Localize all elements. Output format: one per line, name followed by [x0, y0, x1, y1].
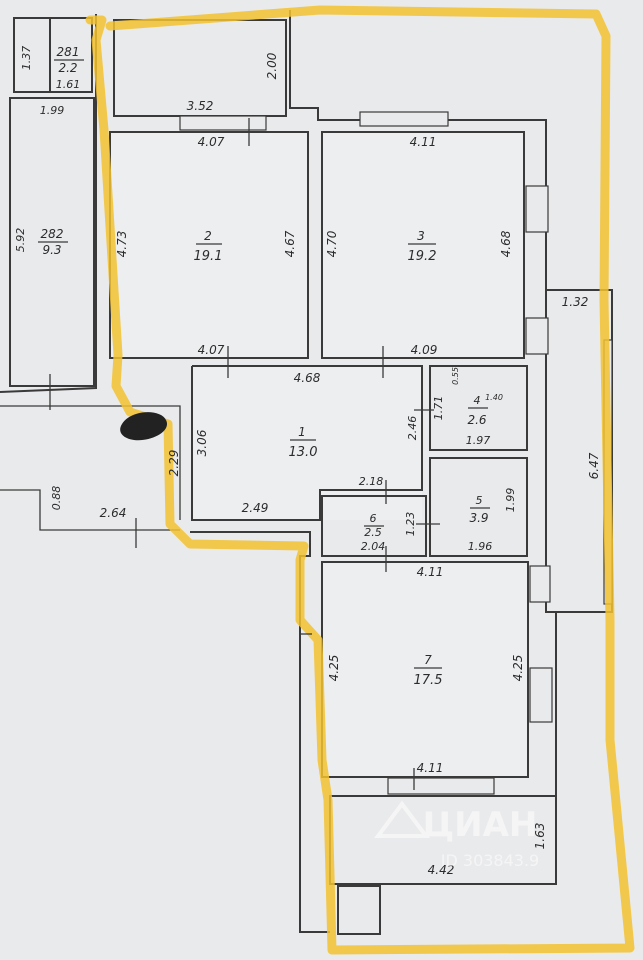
dim-room-6-bottom: 2.04 [361, 540, 386, 553]
dimension-labels: 3.52 2.00 4.07 4.11 4.73 4.67 4.70 4.68 … [14, 46, 601, 877]
outer-wall-top [289, 10, 547, 290]
room-5-area: 3.9 [469, 511, 488, 525]
dim-room-1-right: 2.46 [406, 416, 419, 441]
room-6-area: 2.5 [364, 526, 382, 539]
room-4-number: 4 [474, 394, 481, 407]
window-room-2 [179, 115, 267, 131]
dim-room-2-bottom: 4.07 [198, 343, 225, 357]
door-loggia [525, 317, 549, 355]
dim-room-1-step: 2.18 [359, 475, 384, 488]
watermark-id: ID 303843.9 [441, 851, 539, 870]
room-4-outline [429, 365, 528, 451]
dim-room-1-top: 4.68 [294, 371, 321, 385]
balcony-step [337, 885, 381, 935]
dim-balcony-bottom-depth: 1.63 [533, 823, 547, 850]
room-1-fill [192, 366, 422, 520]
room-281-area: 2.2 [58, 61, 77, 75]
dim-room-4-left: 1.71 [432, 396, 445, 421]
window-room-7-bottom [387, 777, 495, 795]
dim-room-5-bottom: 1.96 [468, 540, 493, 553]
room-2-number: 2 [204, 229, 212, 243]
dim-room-3-right: 4.68 [499, 230, 513, 257]
dim-balcony-depth: 2.00 [265, 52, 279, 79]
window-room-3 [359, 111, 449, 127]
room-6-number: 6 [370, 512, 377, 525]
dim-room-2-left: 4.73 [115, 231, 129, 258]
door-room-7 [529, 565, 551, 603]
dim-room-7-right: 4.25 [511, 655, 525, 682]
window-room-7 [529, 667, 553, 723]
watermark: ЦИАН ID 303843.9 [374, 800, 539, 870]
dim-room-3-left: 4.70 [325, 230, 339, 257]
dim-room-281-bottom: 1.61 [56, 78, 81, 91]
dim-room-1-left: 3.06 [195, 429, 209, 456]
dim-loggia-width: 1.32 [562, 295, 589, 309]
dim-corridor: 2.29 [167, 450, 181, 477]
room-4-area: 2.6 [467, 413, 486, 427]
room-1-area: 13.0 [289, 445, 318, 460]
dim-room-282-top: 1.99 [40, 104, 65, 117]
dim-room-7-left: 4.25 [327, 655, 341, 682]
dim-room-7-top: 4.11 [417, 565, 444, 579]
watermark-house-icon [374, 800, 430, 838]
dim-room-4-small: 0.55 [451, 367, 460, 385]
room-7-number: 7 [424, 653, 432, 667]
room-281-outline [13, 17, 93, 93]
corridor-line-2 [0, 489, 180, 531]
dim-room-3-top: 4.11 [410, 135, 437, 149]
dimension-ticks [49, 118, 440, 790]
dim-room-5-right: 1.99 [504, 488, 517, 513]
dim-room-2-top: 4.07 [198, 135, 225, 149]
room-282-area: 9.3 [42, 243, 61, 257]
room-2-fill [110, 132, 308, 358]
room-2-area: 19.1 [194, 249, 223, 264]
room-7-area: 17.5 [414, 673, 443, 688]
room-5-number: 5 [476, 494, 483, 507]
dim-corridor-small: 0.88 [50, 486, 63, 511]
dim-room-7-bottom: 4.11 [417, 761, 444, 775]
room-3-area: 19.2 [408, 249, 437, 264]
watermark-logo: ЦИАН [423, 805, 538, 845]
room-3-number: 3 [417, 229, 425, 243]
room-labels: 1 13.0 2 19.1 3 19.2 4 2.6 5 3.9 6 2.5 7… [38, 45, 490, 688]
dim-loggia-length: 6.47 [587, 452, 601, 479]
dim-corridor-width: 2.64 [100, 506, 127, 520]
dim-room-1-bottom: 2.49 [242, 501, 269, 515]
room-282-outline [9, 97, 95, 387]
apartment-highlight [85, 5, 635, 955]
dim-room-2-right: 4.67 [283, 230, 297, 257]
dim-room-4-top: 1.40 [485, 393, 503, 402]
room-282-number: 282 [41, 227, 64, 241]
room-3-outline [321, 131, 525, 359]
room-5-outline [429, 457, 528, 557]
room-1-outline [191, 365, 423, 521]
room-1-number: 1 [298, 425, 306, 439]
neighbour-wall [0, 14, 97, 393]
room-6-outline [321, 495, 427, 557]
dim-room-282-left: 5.92 [14, 228, 27, 253]
room-fills [110, 132, 528, 777]
room-281-number: 281 [57, 45, 80, 59]
window-room-3-side [525, 185, 549, 233]
dim-balcony-width: 3.52 [187, 99, 214, 113]
dim-room-4-bottom: 1.97 [466, 434, 491, 447]
room-3-fill [322, 132, 524, 358]
dim-balcony-bottom-width: 4.42 [428, 863, 455, 877]
dim-room-6-right: 1.23 [404, 512, 417, 537]
dim-room-3-bottom: 4.09 [411, 343, 438, 357]
room-7-fill [322, 562, 528, 777]
dim-room-281-left: 1.37 [20, 46, 33, 71]
scribble-mark [120, 412, 168, 441]
corridor-line [0, 405, 181, 520]
